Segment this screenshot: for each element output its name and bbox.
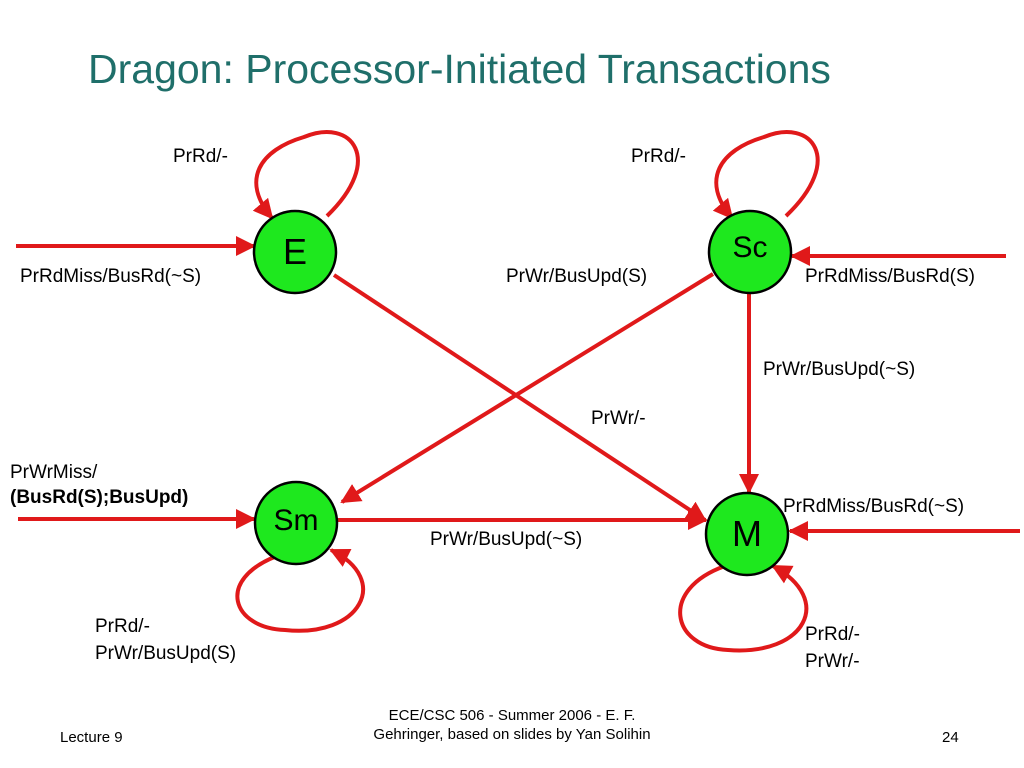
label-sm-to-m: PrWr/BusUpd(~S)	[430, 529, 583, 550]
arrow-sc-self-loop	[712, 130, 820, 220]
footer-course-info: ECE/CSC 506 - Summer 2006 - E. F. Gehrin…	[312, 706, 712, 744]
arrow-e-to-m	[332, 273, 707, 522]
footer-course-line1: ECE/CSC 506 - Summer 2006 - E. F.	[388, 707, 636, 724]
state-sc-circle	[707, 209, 793, 295]
footer-course-line2: Gehringer, based on slides by Yan Solihi…	[373, 726, 651, 743]
footer-lecture: Lecture 9	[60, 729, 123, 746]
label-sc-to-m: PrWr/BusUpd(~S)	[763, 359, 916, 380]
label-m-self-line1: PrRd/-	[805, 624, 860, 645]
label-e-incoming: PrRdMiss/BusRd(~S)	[20, 266, 202, 287]
state-sc-label: Sc	[732, 231, 768, 264]
slide-title: Dragon: Processor-Initiated Transactions	[88, 46, 831, 92]
label-sm-self-line1: PrRd/-	[95, 616, 150, 637]
label-m-incoming: PrRdMiss/BusRd(~S)	[783, 496, 965, 517]
arrow-m-self-loop	[678, 564, 809, 653]
arrow-e-self-loop	[252, 130, 360, 220]
arrow-sm-self-loop	[235, 548, 365, 633]
state-sm-label: Sm	[273, 504, 319, 537]
label-sc-to-sm: PrWr/BusUpd(S)	[506, 266, 648, 287]
label-e-self-loop: PrRd/-	[173, 146, 228, 167]
state-m-circle	[704, 491, 790, 577]
label-sm-incoming-line2: (BusRd(S);BusUpd)	[10, 487, 189, 508]
state-e-label: E	[282, 231, 307, 272]
state-sm-circle	[253, 480, 339, 566]
label-sm-incoming-line1: PrWrMiss/	[10, 462, 98, 483]
state-e-circle	[252, 209, 338, 295]
state-m-label: M	[732, 513, 762, 554]
label-m-self-line2: PrWr/-	[805, 651, 860, 672]
label-sc-self-loop: PrRd/-	[631, 146, 686, 167]
footer-page-number: 24	[942, 729, 959, 746]
label-sm-self-line2: PrWr/BusUpd(S)	[95, 643, 237, 664]
label-sc-incoming: PrRdMiss/BusRd(S)	[805, 266, 975, 287]
arrow-sc-to-sm	[340, 272, 715, 504]
label-e-to-m: PrWr/-	[591, 408, 646, 429]
